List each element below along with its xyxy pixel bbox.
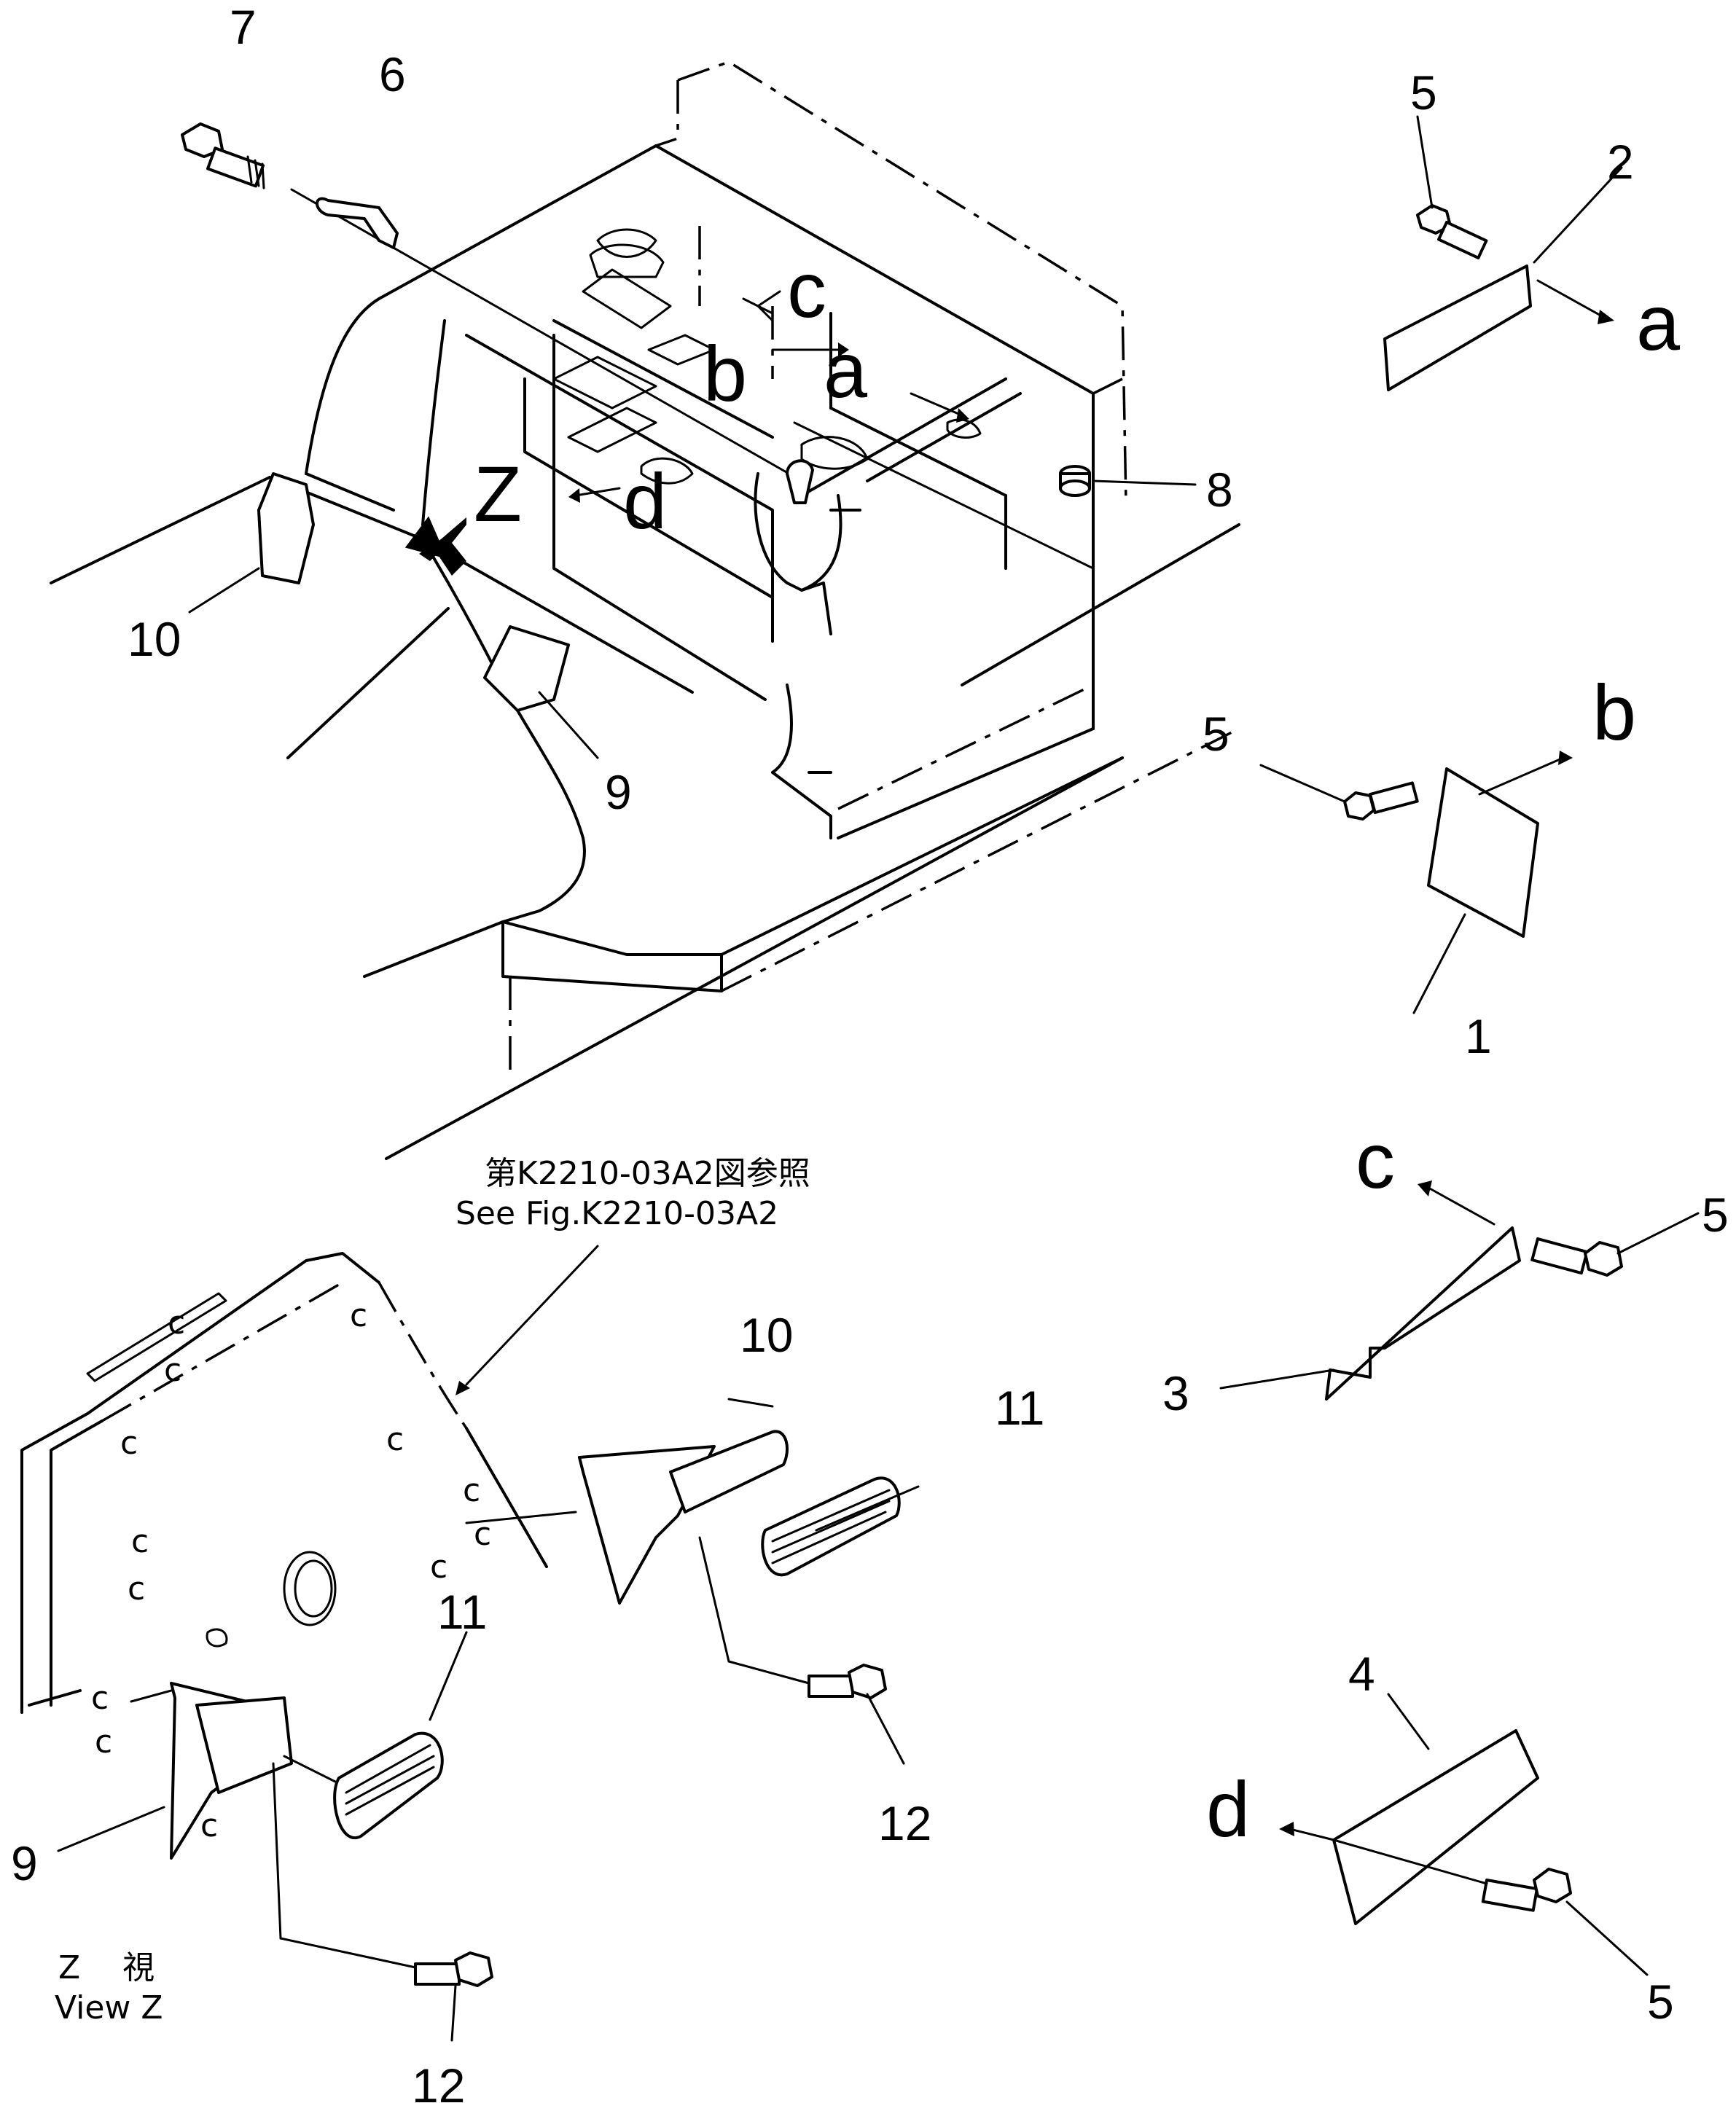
callout-3: 3 xyxy=(1162,1366,1189,1420)
svg-text:c: c xyxy=(91,1680,109,1717)
step-bracket-9-view-top xyxy=(195,1696,293,1794)
hook-6 xyxy=(316,197,399,249)
view-letter-z-main: Z xyxy=(474,450,522,538)
view-z-label-en: View Z xyxy=(55,1989,163,2026)
view-letter-a-main: a xyxy=(824,326,868,414)
plug-8 xyxy=(1059,465,1091,497)
step-bracket-10-main xyxy=(257,472,315,584)
callout-12-right: 12 xyxy=(878,1796,931,1850)
step-bracket-9-main xyxy=(483,625,570,712)
step-bracket-10-view-top xyxy=(669,1430,789,1513)
callout-10-view: 10 xyxy=(740,1308,793,1362)
main-assembly xyxy=(50,60,1240,1160)
callout-6: 6 xyxy=(379,47,406,101)
cover-1 xyxy=(1427,767,1539,938)
tread-11-left xyxy=(333,1731,444,1840)
view-letter-b-main: b xyxy=(703,329,747,418)
view-letter-d-main: d xyxy=(623,457,667,545)
callout-7: 7 xyxy=(230,0,257,54)
callout-4: 4 xyxy=(1348,1647,1375,1701)
bolt-5-cover2 xyxy=(1416,204,1488,259)
callout-9-view: 9 xyxy=(11,1836,38,1890)
view-letter-a-cover: a xyxy=(1636,278,1681,367)
svg-text:c: c xyxy=(168,1304,185,1342)
callout-9-main: 9 xyxy=(605,765,632,819)
cover-3 xyxy=(1325,1226,1521,1401)
bolt-5-cover4 xyxy=(1481,1868,1572,1912)
svg-text:c: c xyxy=(164,1352,181,1389)
callout-11-left: 11 xyxy=(437,1585,488,1639)
callout-12-left: 12 xyxy=(412,2059,465,2103)
callout-8: 8 xyxy=(1206,463,1233,517)
bolt-12-left xyxy=(414,1951,493,1987)
view-letter-d-cover: d xyxy=(1206,1765,1250,1853)
cover-2 xyxy=(1383,265,1532,391)
view-arrows xyxy=(404,290,969,576)
reference-note-jp: 第K2210-03A2図参照 xyxy=(485,1155,810,1192)
svg-text:c: c xyxy=(128,1570,145,1607)
svg-text:c: c xyxy=(95,1723,112,1761)
bolt-5-cover3 xyxy=(1530,1237,1623,1277)
bolt-5-cover1 xyxy=(1343,781,1419,821)
bolt-7 xyxy=(181,122,265,189)
view-letter-c-main: c xyxy=(787,246,826,334)
callout-5-cover3: 5 xyxy=(1702,1188,1729,1242)
view-letter-c-cover: c xyxy=(1356,1116,1395,1205)
callout-10-main: 10 xyxy=(128,612,181,666)
cover-4 xyxy=(1332,1729,1539,1925)
callout-5-cover2: 5 xyxy=(1410,66,1437,120)
svg-text:c: c xyxy=(131,1523,149,1560)
callout-11-right: 11 xyxy=(995,1381,1045,1435)
leader-plate-8 xyxy=(793,421,1095,570)
fitting xyxy=(786,459,814,504)
view-letter-b-cover: b xyxy=(1592,668,1636,756)
callout-2: 2 xyxy=(1607,135,1634,189)
svg-text:c: c xyxy=(386,1421,404,1458)
view-z-label-jp: Z 視 xyxy=(58,1949,155,1986)
reference-note-en: See Fig.K2210-03A2 xyxy=(455,1195,778,1232)
bolt-12-right xyxy=(808,1664,887,1699)
svg-text:c: c xyxy=(350,1297,367,1334)
svg-text:c: c xyxy=(200,1807,218,1844)
view-z-assembly: c c c c c c c c c c c c c xyxy=(20,1252,548,1844)
svg-text:c: c xyxy=(120,1425,138,1462)
callout-1: 1 xyxy=(1465,1009,1492,1063)
callout-5-cover4: 5 xyxy=(1647,1975,1674,2029)
svg-text:c: c xyxy=(463,1472,480,1509)
callout-5-cover1: 5 xyxy=(1203,707,1229,761)
svg-text:c: c xyxy=(430,1548,447,1586)
